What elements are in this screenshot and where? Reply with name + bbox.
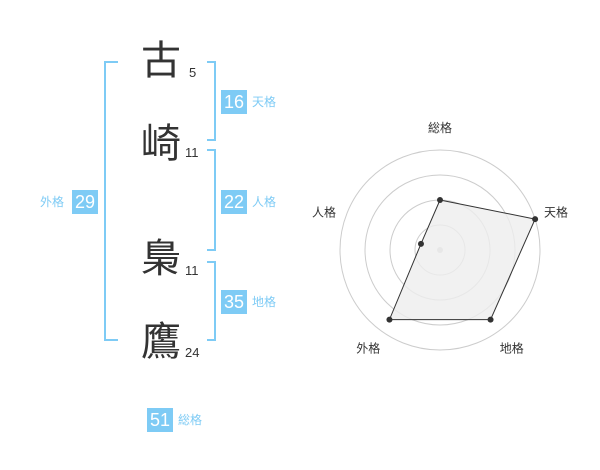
radar-point-0 [437, 197, 443, 203]
gaikaku-value: 29 [72, 190, 98, 214]
stroke-count-4: 24 [185, 345, 200, 360]
chikaku-value: 35 [221, 290, 247, 314]
radar-point-3 [386, 316, 393, 323]
radar-polygon [388, 199, 536, 321]
radar-ring [339, 149, 541, 351]
jinkaku-bracket [207, 149, 216, 251]
radar-axis-label-3: 外格 [356, 341, 380, 356]
radar-axis-label-1: 天格 [544, 204, 568, 219]
soukaku-label: 総格 [178, 413, 203, 427]
name-char-3: 梟 [141, 236, 181, 282]
name-char-4: 鷹 [141, 319, 181, 365]
tenkaku-bracket [207, 61, 216, 141]
stroke-count-1: 5 [189, 65, 197, 80]
name-char-2: 崎 [141, 121, 181, 167]
tenkaku-value: 16 [221, 90, 247, 114]
jinkaku-value: 22 [221, 190, 247, 214]
radar-axis-label-2: 地格 [500, 341, 524, 356]
soukaku-value: 51 [147, 408, 173, 432]
gaikaku-label: 外格 [40, 195, 65, 209]
radar-point-1 [532, 216, 539, 223]
tenkaku-label: 天格 [252, 95, 277, 109]
name-char-1: 古 [141, 38, 181, 84]
radar-point-4 [417, 240, 424, 247]
chikaku-label: 地格 [252, 295, 277, 309]
chikaku-bracket [207, 261, 216, 341]
stroke-count-3: 11 [185, 263, 199, 278]
radar-axis-label-4: 人格 [312, 204, 336, 219]
stroke-count-2: 11 [185, 145, 199, 160]
radar-point-2 [487, 316, 494, 323]
radar-axis-label-0: 総格 [428, 120, 452, 135]
jinkaku-label: 人格 [252, 195, 277, 209]
gaikaku-bracket [104, 61, 118, 341]
